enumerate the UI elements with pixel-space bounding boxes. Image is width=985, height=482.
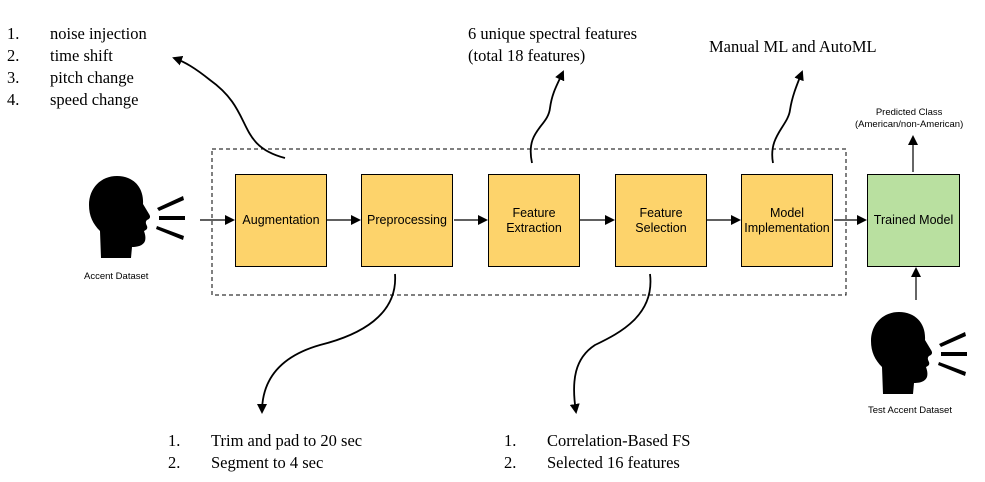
predicted-class-label: Predicted Class (American/non-American): [855, 107, 963, 131]
ml-approach-note: Manual ML and AutoML: [709, 37, 877, 56]
box-label-line: Extraction: [506, 220, 562, 235]
spectral-features-note: 6 unique spectral features (total 18 fea…: [468, 23, 637, 67]
list-text: Selected 16 features: [547, 453, 680, 472]
list-item: 4. speed change: [7, 89, 147, 111]
feature-selection-box: Feature Selection: [615, 174, 707, 267]
list-item: 2. Segment to 4 sec: [168, 452, 362, 474]
speaking-head-icon: [89, 176, 185, 258]
predicted-class-line: (American/non-American): [855, 119, 964, 130]
preprocessing-steps-list: 1. Trim and pad to 20 sec 2. Segment to …: [168, 430, 362, 474]
list-item: 3. pitch change: [7, 67, 147, 89]
callout-arrow-selection: [569, 273, 652, 414]
callout-arrow-extraction: [529, 70, 565, 164]
callout-arrow-preprocessing: [257, 273, 396, 414]
list-number: 3.: [7, 68, 20, 87]
list-text: pitch change: [50, 68, 134, 87]
list-item: 1. noise injection: [7, 23, 147, 45]
list-text: Trim and pad to 20 sec: [211, 431, 363, 450]
list-number: 1.: [168, 431, 181, 450]
callout-arrow-model: [771, 70, 804, 164]
accent-dataset-label: Accent Dataset: [84, 271, 149, 282]
test-accent-dataset-label: Test Accent Dataset: [868, 405, 952, 416]
box-label: Preprocessing: [367, 213, 447, 227]
list-text: time shift: [50, 46, 113, 65]
box-label: Trained Model: [873, 213, 954, 227]
box-label-line: Selection: [635, 220, 687, 235]
list-item: 2. time shift: [7, 45, 147, 67]
list-number: 1.: [504, 431, 517, 450]
list-number: 4.: [7, 90, 20, 109]
box-label-line: Model: [769, 205, 805, 220]
callout-arrow-augmentation: [172, 56, 286, 159]
model-implementation-box: Model Implementation: [741, 174, 833, 267]
note-line: (total 18 features): [468, 46, 586, 65]
box-label-line: Feature: [639, 205, 683, 220]
list-number: 2.: [504, 453, 517, 472]
box-label: Feature Extraction: [506, 206, 562, 236]
list-item: 1. Correlation-Based FS: [504, 430, 690, 452]
box-label-line: Implementation: [744, 220, 830, 235]
list-number: 2.: [7, 46, 20, 65]
trained-model-box: Trained Model: [867, 174, 960, 267]
list-number: 1.: [7, 24, 20, 43]
feature-extraction-box: Feature Extraction: [488, 174, 580, 267]
box-label: Augmentation: [242, 213, 320, 227]
preprocessing-box: Preprocessing: [361, 174, 453, 267]
list-number: 2.: [168, 453, 181, 472]
speaking-head-icon: [871, 312, 967, 394]
augmentation-methods-list: 1. noise injection 2. time shift 3. pitc…: [7, 23, 147, 111]
feature-selection-list: 1. Correlation-Based FS 2. Selected 16 f…: [504, 430, 690, 474]
list-text: Correlation-Based FS: [547, 431, 691, 450]
augmentation-box: Augmentation: [235, 174, 327, 267]
list-item: 2. Selected 16 features: [504, 452, 690, 474]
list-item: 1. Trim and pad to 20 sec: [168, 430, 362, 452]
list-text: speed change: [50, 90, 139, 109]
box-label: Model Implementation: [744, 206, 829, 236]
box-label: Feature Selection: [635, 206, 686, 236]
box-label-line: Feature: [512, 205, 556, 220]
predicted-class-line: Predicted Class: [875, 107, 943, 118]
list-text: Segment to 4 sec: [211, 453, 324, 472]
note-line: 6 unique spectral features: [468, 24, 638, 43]
list-text: noise injection: [50, 24, 147, 43]
pipeline-boundary: [211, 148, 847, 296]
